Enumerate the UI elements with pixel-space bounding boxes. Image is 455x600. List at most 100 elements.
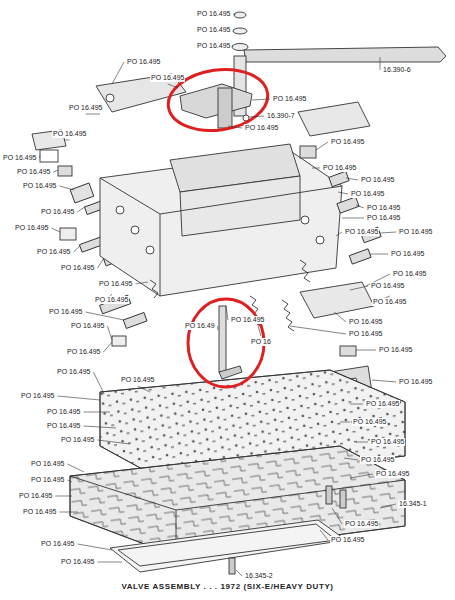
leader-line — [83, 426, 116, 428]
leader-line — [67, 464, 84, 472]
leader-line — [320, 530, 328, 540]
leader-line — [232, 46, 233, 47]
part-number: PO 16.495 — [366, 214, 401, 222]
part-number: PO 16.495 — [46, 422, 81, 430]
part-number: PO 16 — [250, 338, 272, 346]
leader-line — [233, 14, 236, 15]
part-number: PO 16.495 — [372, 298, 407, 306]
leader-line — [83, 412, 110, 413]
part-number: PO 16.495 — [60, 264, 95, 272]
part-number: PO 16.495 — [60, 558, 95, 566]
leader-line — [51, 228, 60, 232]
part-number: 16.390-7 — [266, 112, 296, 120]
leader-line — [57, 396, 100, 400]
part-number: PO 16.495 — [350, 190, 385, 198]
part-number: PO 16.495 — [330, 536, 365, 544]
leader-line — [350, 404, 363, 405]
part-number: PO 16.495 — [392, 270, 427, 278]
leader-line — [338, 192, 348, 194]
leader-line — [77, 544, 112, 550]
leader-line — [356, 442, 368, 443]
part-number: PO 16.495 — [344, 228, 379, 236]
part-number: PO 16.495 — [94, 296, 129, 304]
leader-line — [93, 372, 104, 394]
leader-line — [370, 254, 388, 255]
part-number: PO 16.495 — [52, 130, 87, 138]
part-number: PO 16.495 — [360, 456, 395, 464]
leader-line — [356, 205, 364, 208]
leader-line — [290, 326, 346, 334]
part-number: PO 16.495 — [348, 318, 383, 326]
leader-line — [380, 504, 396, 508]
part-number: PO 16.495 — [322, 164, 357, 172]
part-number: PO 16.495 — [390, 250, 425, 258]
part-number: PO 16.495 — [48, 308, 83, 316]
part-number: PO 16.495 — [56, 368, 91, 376]
part-number: PO 16.495 — [398, 378, 433, 386]
leader-line — [73, 246, 80, 252]
leader-line — [228, 126, 242, 128]
leader-line — [55, 496, 72, 497]
part-number: PO 16.495 — [330, 138, 365, 146]
part-number: PO 16.495 — [46, 408, 81, 416]
leader-line — [344, 458, 358, 460]
leader-line — [350, 474, 373, 478]
part-number: PO 16.495 — [20, 392, 55, 400]
leader-line — [252, 99, 270, 100]
part-number: PO 16.495 — [344, 520, 379, 528]
leader-line — [112, 62, 124, 84]
part-number: PO 16.495 — [2, 154, 37, 162]
part-number: PO 16.495 — [120, 376, 155, 384]
part-number: PO 16.495 — [375, 470, 410, 478]
leader-line — [67, 480, 72, 482]
part-number: PO 16.495 — [150, 74, 185, 82]
part-number: PO 16.495 — [40, 208, 75, 216]
part-number: PO 16.495 — [30, 460, 65, 468]
part-number: PO 16.495 — [68, 104, 103, 112]
part-number: PO 16.495 — [98, 280, 133, 288]
part-number: 16.390-6 — [382, 66, 412, 74]
leader-line — [380, 232, 396, 233]
leader-line — [64, 140, 70, 141]
leader-line — [226, 306, 228, 320]
leader-line — [340, 422, 350, 423]
part-number: PO 16.495 — [366, 204, 401, 212]
part-number: PO 16.495 — [370, 438, 405, 446]
part-number: PO 16.495 — [196, 26, 231, 34]
part-number: PO 16.49 — [184, 322, 216, 330]
leader-line — [334, 312, 346, 322]
leader-line — [380, 57, 381, 70]
part-number: PO 16.495 — [126, 58, 161, 66]
part-number: PO 16.495 — [22, 182, 57, 190]
part-number: PO 16.495 — [60, 436, 95, 444]
part-number: PO 16.495 — [66, 348, 101, 356]
leader-line — [103, 342, 112, 352]
part-number: PO 16.495 — [196, 42, 231, 50]
leader-line — [53, 170, 58, 172]
leader-line — [316, 142, 328, 150]
part-number: PO 16.495 — [70, 322, 105, 330]
leader-line — [356, 350, 376, 351]
leader-line — [217, 326, 218, 330]
leader-line — [332, 508, 342, 524]
leader-line — [97, 562, 122, 563]
leader-line — [236, 570, 242, 576]
part-number: 16.345-1 — [398, 500, 428, 508]
part-number: PO 16.495 — [22, 508, 57, 516]
leader-line — [59, 512, 78, 513]
leader-line — [135, 282, 148, 284]
leader-line — [233, 30, 235, 31]
leader-line — [249, 116, 264, 117]
leader-line — [97, 440, 130, 444]
part-number: PO 16.495 — [30, 476, 65, 484]
leader-line — [59, 186, 74, 190]
part-number: 16.345-2 — [244, 572, 274, 580]
leader-line — [39, 156, 41, 158]
part-number: PO 16.495 — [272, 95, 307, 103]
leader-line — [85, 312, 124, 320]
part-number: PO 16.495 — [370, 282, 405, 290]
part-number: PO 16.495 — [196, 10, 231, 18]
leader-line — [107, 326, 112, 340]
part-number: PO 16.495 — [378, 346, 413, 354]
